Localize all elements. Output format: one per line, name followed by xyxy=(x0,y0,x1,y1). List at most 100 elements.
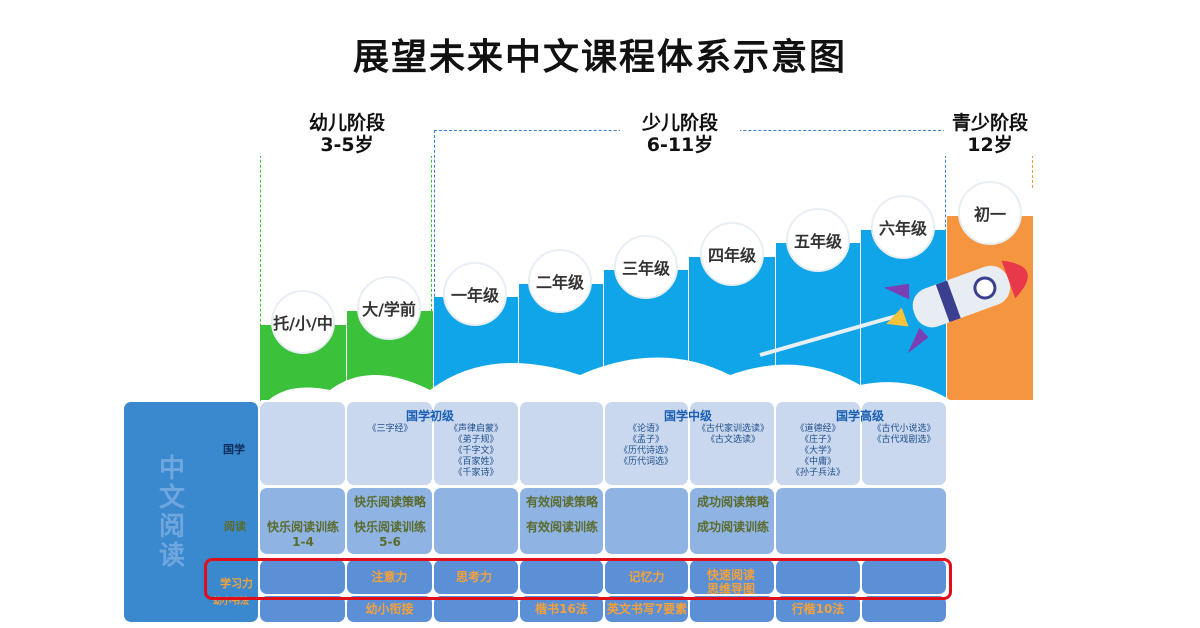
rocket-trail xyxy=(759,313,901,357)
row-label-yuedu: 阅读 xyxy=(224,520,246,533)
guoxue-heading-basic: 国学初级 xyxy=(405,409,454,423)
highlight-box xyxy=(204,558,952,600)
book-title: 《道德经》 xyxy=(795,424,841,434)
calligraphy-cell xyxy=(690,596,774,622)
yuedu-cell xyxy=(776,488,946,554)
teen-stage-name: 青少阶段 xyxy=(951,112,1028,134)
guoxue-books-col2: 《声律启蒙》 《弟子规》 《千字文》 《百家姓》 《千家诗》 xyxy=(436,424,516,479)
primary-stage-label: 少儿阶段 6-11岁 xyxy=(620,112,740,156)
yuedu-cell xyxy=(520,488,603,554)
calligraphy-cell xyxy=(605,596,688,622)
preschool-stage-name: 幼儿阶段 xyxy=(308,112,385,134)
grade-label-5: 三年级 xyxy=(614,235,678,299)
grade-label-7: 五年级 xyxy=(786,208,850,272)
side-title-char: 文 xyxy=(158,483,185,513)
calligraphy-cell xyxy=(520,596,603,622)
yuedu-text: 快乐阅读训练 xyxy=(266,520,339,534)
guoxue-heading-high: 国学高级 xyxy=(835,409,884,423)
book-title: 《千字文》 xyxy=(453,446,499,456)
page-title: 展望未来中文课程体系示意图 xyxy=(352,37,847,78)
row-label-guoxue: 国学 xyxy=(223,443,245,456)
book-title: 《孟子》 xyxy=(627,435,664,445)
guoxue-books-col7: 《道德经》 《庄子》 《大学》 《中庸》 《孙子兵法》 xyxy=(778,424,858,479)
rocket-icon xyxy=(883,260,1028,354)
yuedu-col6: 成功阅读策略 成功阅读训练 xyxy=(688,495,778,535)
yuedu-text: 1-4 xyxy=(292,535,314,549)
book-title: 《百家姓》 xyxy=(453,457,499,467)
xuexili-cell xyxy=(862,560,946,594)
yuedu-cell xyxy=(260,488,345,554)
xuexili-cell xyxy=(520,560,603,594)
book-title: 《千家诗》 xyxy=(453,468,499,478)
calligraphy-cell xyxy=(434,596,518,622)
book-title: 《古代家训选读》 xyxy=(696,424,769,434)
side-title-char: 读 xyxy=(158,541,185,571)
calligraphy-xingkai: 行楷10法 xyxy=(791,602,845,616)
book-title: 《声律启蒙》 xyxy=(448,424,503,434)
teen-stage-label: 青少阶段 12岁 xyxy=(944,112,1036,156)
grade-label-4: 二年级 xyxy=(528,249,592,313)
xuexili-cell xyxy=(347,560,432,594)
guoxue-cell xyxy=(347,402,432,485)
grade-label-6: 四年级 xyxy=(700,222,764,286)
calligraphy-cell xyxy=(347,596,432,622)
side-title: 中 文 阅 读 xyxy=(155,455,189,571)
grade-label-9: 初一 xyxy=(958,181,1022,245)
xuexili-memory: 记忆力 xyxy=(628,570,665,584)
grade-label-2: 大/学前 xyxy=(357,276,421,340)
xuexili-cell xyxy=(260,560,345,594)
calligraphy-kaishu: 楷书16法 xyxy=(535,602,588,616)
guoxue-books-col5: 《论语》 《孟子》 《历代诗选》 《历代词选》 xyxy=(606,424,686,468)
guoxue-cell xyxy=(862,402,946,485)
preschool-stage-label: 幼儿阶段 3-5岁 xyxy=(260,112,434,156)
book-title: 《孙子兵法》 xyxy=(790,468,845,478)
grade-label-8: 六年级 xyxy=(871,195,935,259)
row-label-xuexili: 学习力 xyxy=(220,577,253,590)
yuedu-text: 有效阅读训练 xyxy=(525,520,598,534)
book-title: 《历代词选》 xyxy=(618,457,673,467)
side-title-char: 中 xyxy=(158,454,185,484)
calligraphy-english: 英文书写7要素 xyxy=(606,602,688,616)
row-label-youxiao: 幼小书法 xyxy=(213,597,250,607)
grade-label-3: 一年级 xyxy=(443,262,507,326)
yuedu-col1: 快乐阅读训练 1-4 xyxy=(260,520,346,550)
calligraphy-transition: 幼小衔接 xyxy=(365,602,414,616)
guoxue-cell xyxy=(434,402,518,485)
book-title: 《古文选读》 xyxy=(705,435,760,445)
xuexili-speed-reading: 快速阅读 思维导图 xyxy=(706,568,755,594)
book-title: 《庄子》 xyxy=(799,435,836,445)
book-title: 《弟子规》 xyxy=(453,435,499,445)
book-title: 《古代小说选》 xyxy=(872,424,936,434)
book-title: 《历代诗选》 xyxy=(618,446,673,456)
book-title: 《论语》 xyxy=(627,424,664,434)
guoxue-cell xyxy=(690,402,774,485)
yuedu-cell xyxy=(434,488,518,554)
yuedu-text: 成功阅读策略 xyxy=(696,495,769,509)
book-title: 《古代戏剧选》 xyxy=(872,435,936,445)
rocket-illustration xyxy=(759,260,1028,357)
guoxue-cell xyxy=(776,402,860,485)
guoxue-books-col6: 《古代家训选读》 《古文选读》 xyxy=(692,424,774,446)
yuedu-text: 成功阅读训练 xyxy=(696,520,769,534)
yuedu-text: 快乐阅读训练 xyxy=(353,520,426,534)
side-title-panel xyxy=(124,402,258,622)
yuedu-cell xyxy=(690,488,774,554)
guoxue-cell xyxy=(605,402,688,485)
xuexili-cell xyxy=(690,560,774,594)
guoxue-books-col8: 《古代小说选》 《古代戏剧选》 xyxy=(862,424,946,446)
yuedu-cell xyxy=(605,488,688,554)
cloud-shape xyxy=(260,357,950,410)
teen-stage-age: 12岁 xyxy=(967,134,1013,156)
calligraphy-cell xyxy=(862,596,946,622)
calligraphy-cell xyxy=(776,596,860,622)
primary-stage-age: 6-11岁 xyxy=(646,134,714,156)
side-title-char: 阅 xyxy=(158,512,185,542)
preschool-stage-age: 3-5岁 xyxy=(320,134,374,156)
guoxue-cell xyxy=(520,402,603,485)
xuexili-cell xyxy=(605,560,688,594)
guoxue-books-col1: 《三字经》 xyxy=(367,424,413,434)
primary-stage-name: 少儿阶段 xyxy=(641,112,718,134)
yuedu-text: 有效阅读策略 xyxy=(525,495,598,509)
teen-bracket xyxy=(1032,130,1033,188)
book-title: 《中庸》 xyxy=(799,457,836,467)
